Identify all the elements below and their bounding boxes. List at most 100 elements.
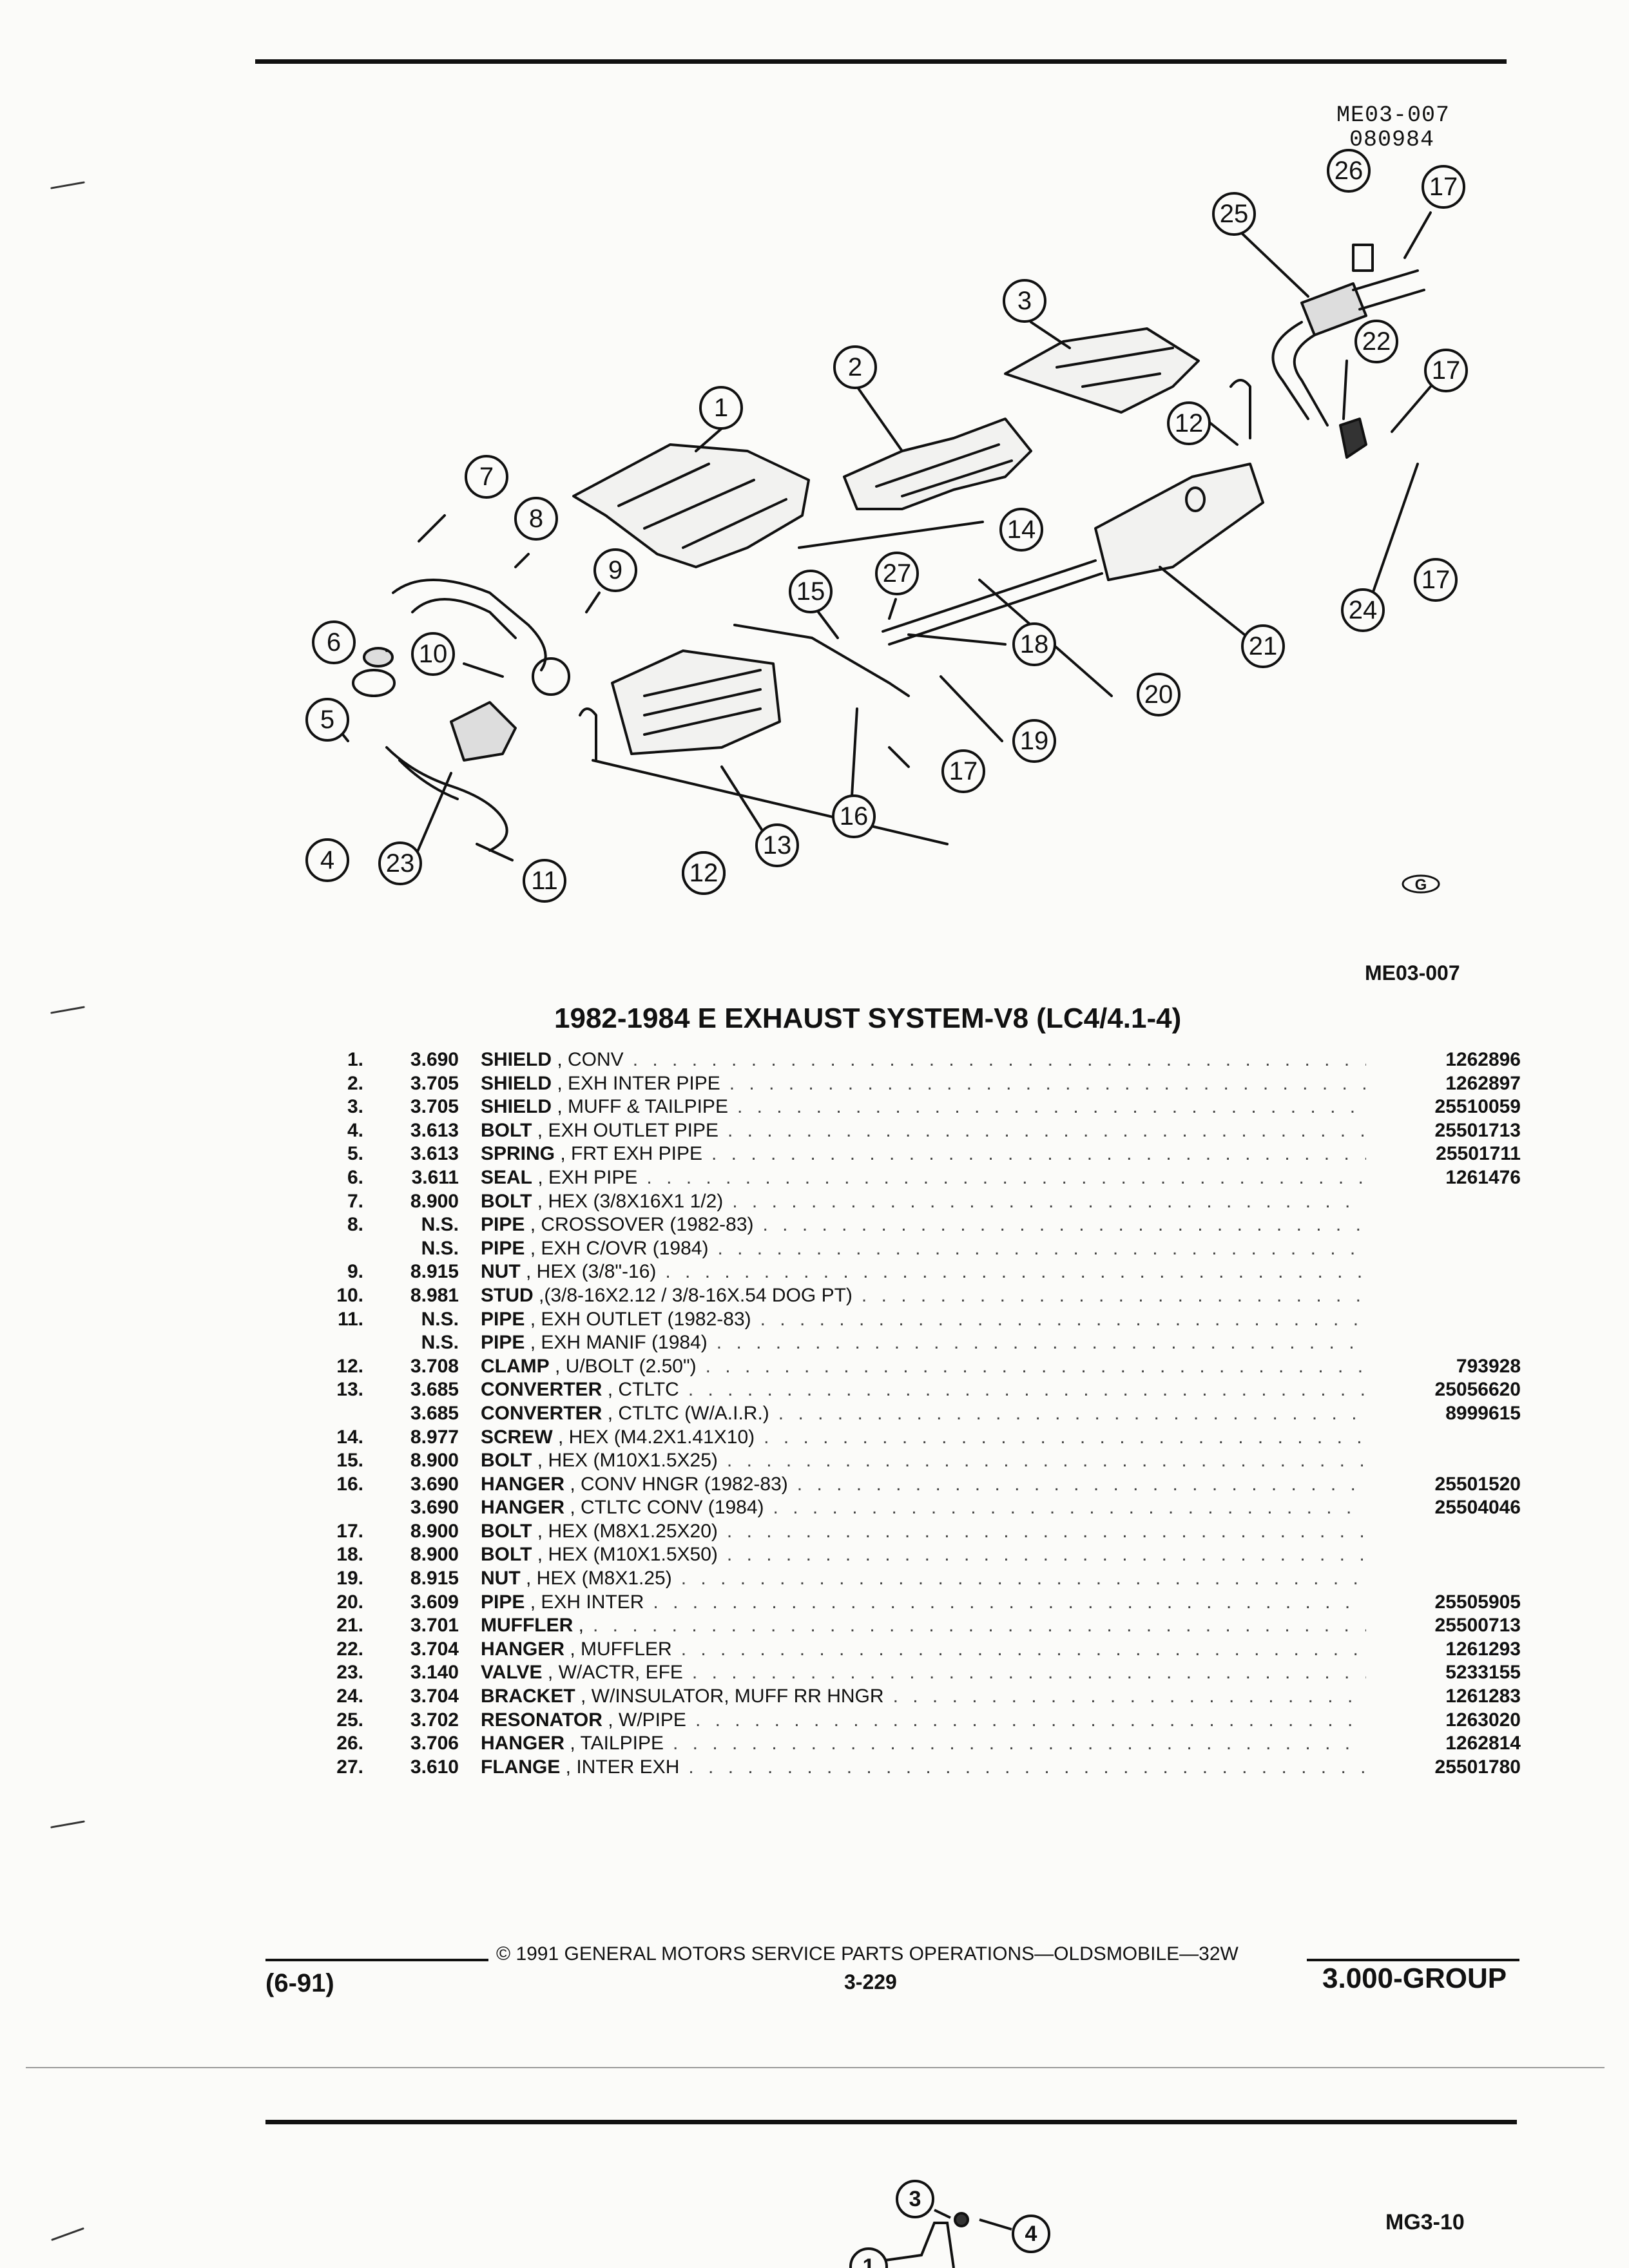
- part-number: 25500713: [1434, 1615, 1521, 1637]
- part-name: BOLT , HEX (M8X1.25X20): [481, 1521, 718, 1542]
- dot-leader: . . . . . . . . . . . . . . . . . . . . …: [695, 1709, 1366, 1731]
- group-number: 8.900: [410, 1544, 459, 1566]
- part-description: , W/PIPE: [602, 1709, 686, 1731]
- callout-label: 9: [608, 556, 622, 584]
- footer-rule-left: [265, 1959, 488, 1961]
- dot-leader: . . . . . . . . . . . . . . . . . . . . …: [653, 1591, 1366, 1613]
- dot-leader: . . . . . . . . . . . . . . . . . . . . …: [665, 1261, 1366, 1283]
- part-description: , HEX (M8X1.25): [520, 1568, 672, 1590]
- part-description: , EXH PIPE: [532, 1166, 638, 1188]
- callout-label: 20: [1144, 680, 1173, 709]
- dot-leader: . . . . . . . . . . . . . . . . . . . . …: [688, 1756, 1366, 1778]
- group-number: 8.900: [410, 1190, 459, 1212]
- item-number: 13.: [336, 1379, 363, 1401]
- dot-leader: . . . . . . . . . . . . . . . . . . . . …: [632, 1049, 1366, 1070]
- part-name: BOLT , HEX (M10X1.5X25): [481, 1450, 718, 1472]
- part-name-main: RESONATOR: [481, 1709, 602, 1731]
- callout-circle: [1003, 279, 1046, 323]
- group-number: 3.701: [410, 1615, 459, 1637]
- callout-label: 24: [1349, 596, 1378, 624]
- dot-leader: . . . . . . . . . . . . . . . . . . . . …: [680, 1568, 1366, 1590]
- item-number: 14.: [336, 1426, 363, 1448]
- part-number: 25505905: [1434, 1591, 1521, 1613]
- conv-shield-part: [572, 443, 810, 568]
- callout-circle: [682, 851, 726, 895]
- part-name-main: STUD: [481, 1284, 534, 1306]
- callout-label: 17: [1429, 173, 1458, 201]
- part-description: , INTER EXH: [560, 1756, 680, 1778]
- part-name: PIPE , EXH C/OVR (1984): [481, 1238, 708, 1260]
- dot-leader: . . . . . . . . . . . . . . . . . . . . …: [680, 1638, 1366, 1660]
- part-name-main: HANGER: [481, 1638, 565, 1660]
- dot-leader: . . . . . . . . . . . . . . . . . . . . …: [711, 1143, 1366, 1165]
- callout-label: 13: [763, 831, 792, 860]
- dot-leader: . . . . . . . . . . . . . . . . . . . . …: [861, 1284, 1366, 1306]
- group-number: 3.706: [410, 1733, 459, 1754]
- part-name: CLAMP , U/BOLT (2.50"): [481, 1356, 697, 1378]
- part-description: , FRT EXH PIPE: [555, 1143, 702, 1165]
- item-number: 15.: [336, 1450, 363, 1472]
- part-name-main: NUT: [481, 1261, 521, 1283]
- callout-circle: [1012, 622, 1056, 666]
- crossover-pipe-part: [392, 579, 547, 671]
- part-description: , HEX (M8X1.25X20): [532, 1520, 718, 1542]
- part-name-main: HANGER: [481, 1733, 565, 1754]
- part-name: HANGER , CTLTC CONV (1984): [481, 1497, 764, 1519]
- part-name: HANGER , CONV HNGR (1982-83): [481, 1474, 788, 1495]
- callout-label: 12: [1175, 409, 1204, 437]
- part-name: SPRING , FRT EXH PIPE: [481, 1143, 702, 1165]
- callout-circle: [523, 859, 566, 903]
- part-name-main: SHIELD: [481, 1072, 552, 1094]
- part-number: 25510059: [1434, 1096, 1521, 1118]
- callout-label: 17: [1432, 356, 1461, 385]
- item-number: 18.: [336, 1544, 363, 1566]
- item-number: 8.: [347, 1214, 363, 1236]
- part-description: , HEX (M10X1.5X25): [532, 1450, 718, 1472]
- part-name-main: BOLT: [481, 1190, 532, 1212]
- callout-circle: [312, 620, 356, 664]
- part-name: NUT , HEX (M8X1.25): [481, 1568, 672, 1590]
- outlet-pipe-part: [385, 746, 508, 852]
- gm-parts-logo: G: [1402, 874, 1440, 894]
- item-number: 6.: [347, 1166, 363, 1188]
- item-number: 22.: [336, 1638, 363, 1660]
- part-number: 25504046: [1434, 1497, 1521, 1519]
- part-name: HANGER , TAILPIPE: [481, 1733, 664, 1754]
- callout-circle: [411, 632, 455, 676]
- item-number: 27.: [336, 1756, 363, 1778]
- part-description: , CONV HNGR (1982-83): [564, 1473, 788, 1495]
- svg-text:G: G: [1415, 876, 1427, 894]
- item-number: 17.: [336, 1520, 363, 1542]
- parts-list-row: 8.N.S.PIPE , CROSSOVER (1982-83) . . . .…: [329, 1214, 1521, 1238]
- muffler-part: [1094, 463, 1264, 581]
- next-page-top-rule: [265, 2120, 1517, 2124]
- callout-circle: [755, 823, 799, 867]
- callout-label: 12: [689, 859, 718, 887]
- next-page-callout-label: 4: [1025, 2222, 1037, 2246]
- part-description: , CTLTC: [602, 1379, 679, 1401]
- callout-circle: [1212, 192, 1256, 236]
- group-number: 8.915: [410, 1568, 459, 1590]
- callout-circle: [1422, 165, 1465, 209]
- binder-hole-mark: [51, 2227, 84, 2242]
- item-number: 20.: [336, 1591, 363, 1613]
- callout-circle: [305, 838, 349, 882]
- part-name-main: CLAMP: [481, 1355, 550, 1377]
- next-page-callout-label: 1: [863, 2254, 875, 2268]
- part-name: CONVERTER , CTLTC: [481, 1379, 679, 1401]
- part-name-main: PIPE: [481, 1214, 525, 1236]
- page-number: 3-229: [844, 1970, 897, 1994]
- part-name-main: BOLT: [481, 1544, 532, 1566]
- callout-label: 8: [529, 505, 543, 533]
- group-number: N.S.: [421, 1308, 459, 1330]
- part-name: SHIELD , MUFF & TAILPIPE: [481, 1096, 728, 1118]
